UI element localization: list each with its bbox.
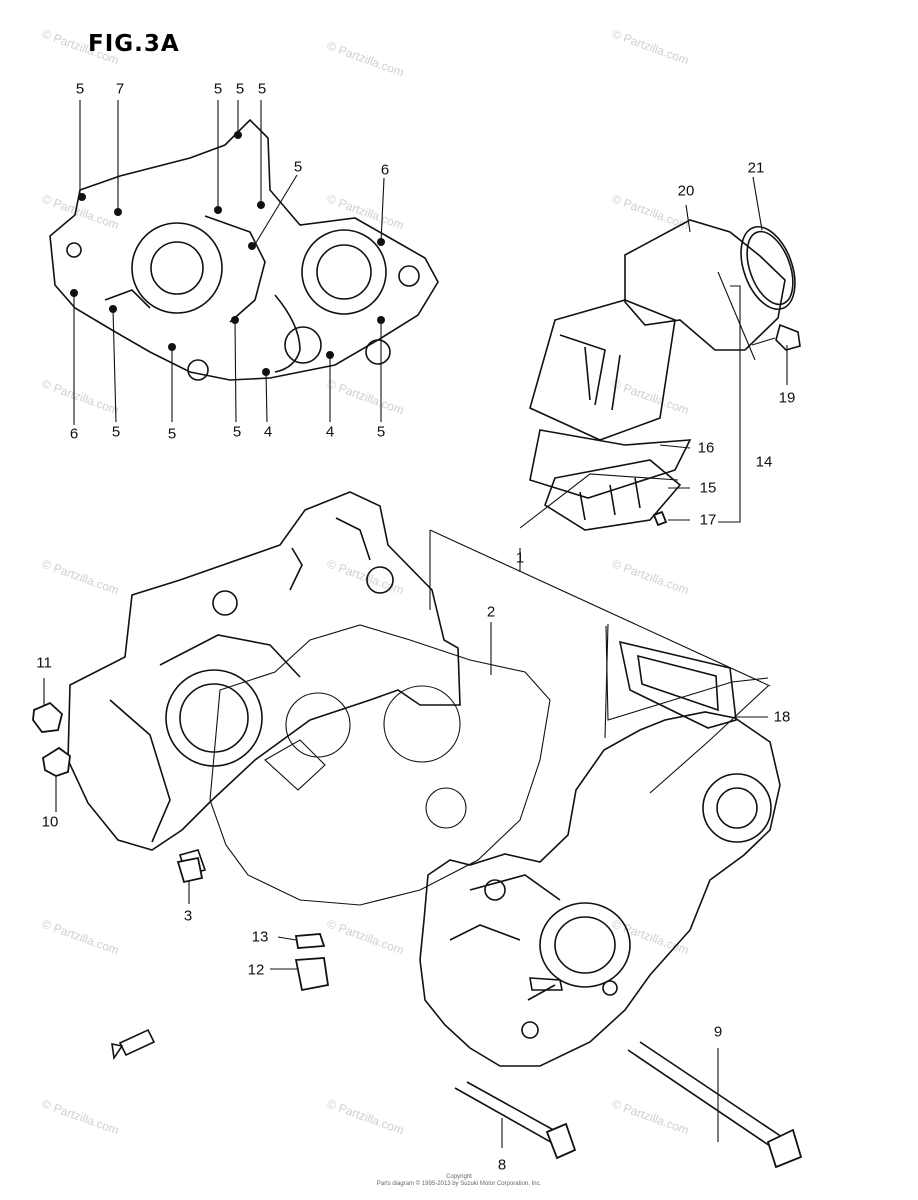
callout-1: 1 (515, 549, 525, 567)
left-crankcase (67, 491, 461, 876)
callout-18: 18 (773, 708, 791, 726)
crankcase-gasket (209, 624, 551, 906)
callout-19: 19 (778, 389, 796, 407)
copyright-title: Copyright (446, 1174, 472, 1180)
reed-gasket (618, 640, 737, 729)
callout-6: 6 (380, 161, 390, 179)
callout-4: 4 (263, 423, 273, 441)
callout-5: 5 (111, 423, 121, 441)
callout-15: 15 (699, 479, 717, 497)
callout-16: 16 (697, 439, 715, 457)
right-crankcase (419, 711, 781, 1067)
callout-14: 14 (755, 453, 773, 471)
small-parts (32, 510, 803, 1169)
callout-10: 10 (41, 813, 59, 831)
callout-4: 4 (325, 423, 335, 441)
upper-crankcase-view (49, 118, 439, 381)
callout-5: 5 (213, 80, 223, 98)
callout-7: 7 (115, 80, 125, 98)
intake-reed-group (529, 219, 801, 531)
callout-9: 9 (713, 1023, 723, 1041)
figure-title: FIG.3A (88, 31, 180, 57)
callout-13: 13 (251, 928, 269, 946)
callout-5: 5 (293, 158, 303, 176)
copyright-note: Copyright Parts diagram © 1995-2013 by S… (377, 1174, 542, 1188)
callout-5: 5 (257, 80, 267, 98)
callout-5: 5 (376, 423, 386, 441)
callout-11: 11 (36, 654, 52, 672)
callout-5: 5 (232, 423, 242, 441)
assembly-frame (429, 473, 771, 794)
callout-8: 8 (497, 1156, 507, 1174)
callout-5: 5 (167, 425, 177, 443)
callout-21: 21 (747, 159, 765, 177)
callout-20: 20 (677, 182, 695, 200)
callout-5: 5 (75, 80, 85, 98)
leader-lines (43, 100, 788, 1148)
copyright-line: Parts diagram © 1995-2013 by Suzuki Moto… (376, 1181, 542, 1187)
callout-6: 6 (69, 425, 79, 443)
callout-12: 12 (247, 961, 265, 979)
front-arrow-icon (108, 1025, 160, 1065)
callout-3: 3 (183, 907, 193, 925)
callout-5: 5 (235, 80, 245, 98)
callout-2: 2 (486, 603, 496, 621)
callout-17: 17 (699, 511, 717, 529)
